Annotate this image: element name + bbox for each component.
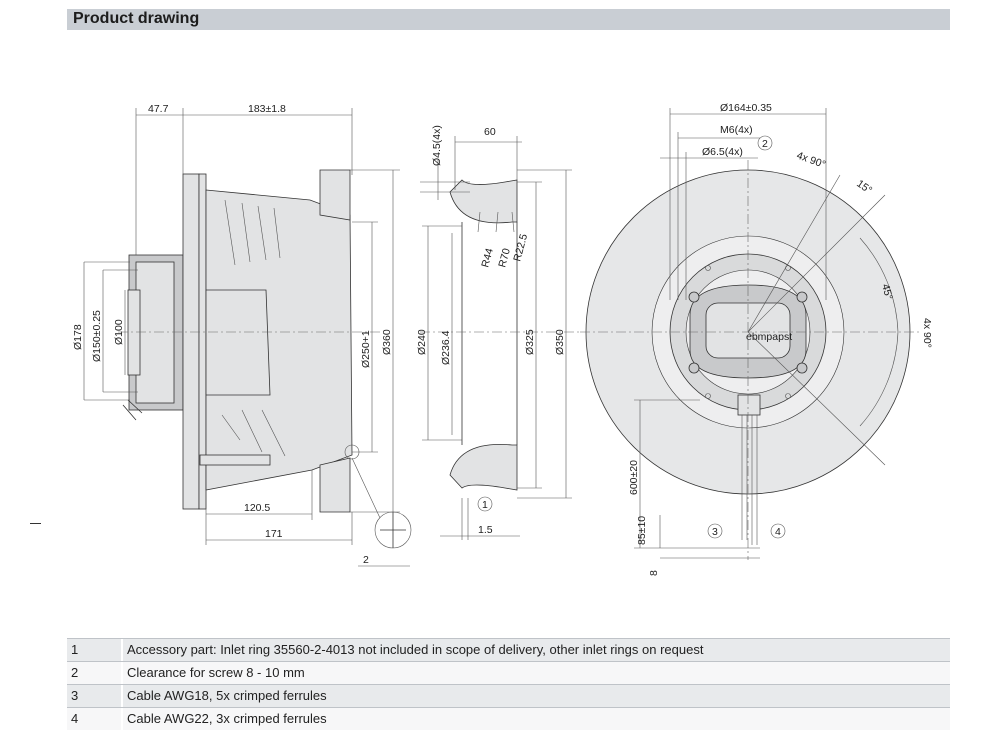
dim-350: Ø350 <box>554 329 566 355</box>
callout-4: 4 <box>775 526 781 538</box>
dim-600: 600±20 <box>628 460 640 495</box>
shroud-top <box>319 169 351 221</box>
legend-row: 1 Accessory part: Inlet ring 35560-2-401… <box>67 638 950 661</box>
dim-1-5: 1.5 <box>478 524 493 536</box>
legend-table: 1 Accessory part: Inlet ring 35560-2-401… <box>67 638 950 730</box>
dim-183: 183±1.8 <box>248 103 286 115</box>
dim-6-5: Ø6.5(4x) <box>702 146 743 158</box>
dim-15: 15° <box>854 178 874 197</box>
dim-325: Ø325 <box>524 329 536 355</box>
dim-120-5: 120.5 <box>244 502 270 514</box>
dim-m6: M6(4x) <box>720 124 753 136</box>
dim-45: 45° <box>879 283 895 301</box>
dim-240: Ø240 <box>416 329 428 355</box>
logo-text: ebmpapst <box>746 331 792 343</box>
callout-1: 1 <box>482 499 488 511</box>
callout-2-circle <box>757 135 773 151</box>
dim-r22-5: R22.5 <box>511 232 530 262</box>
legend-text: Accessory part: Inlet ring 35560-2-4013 … <box>127 642 704 657</box>
dim-164: Ø164±0.35 <box>720 102 772 114</box>
legend-num: 2 <box>71 665 79 680</box>
legend-num: 4 <box>71 711 79 726</box>
legend-num: 3 <box>71 688 79 703</box>
callout-3: 3 <box>712 526 718 538</box>
dim-2: 2 <box>363 554 369 566</box>
legend-text: Cable AWG18, 5x crimped ferrules <box>127 688 327 703</box>
dim-236-4: Ø236.4 <box>440 330 452 365</box>
legend-text: Cable AWG22, 3x crimped ferrules <box>127 711 327 726</box>
legend-row: 4 Cable AWG22, 3x crimped ferrules <box>67 707 950 730</box>
legend-row: 3 Cable AWG18, 5x crimped ferrules <box>67 684 950 707</box>
dim-85: 85±10 <box>636 516 648 545</box>
callout-4-circle <box>770 523 786 539</box>
section-title: Product drawing <box>73 10 200 27</box>
callout-1-circle <box>477 496 493 512</box>
legend-row: 2 Clearance for screw 8 - 10 mm <box>67 661 950 684</box>
ring-bottom <box>449 444 518 491</box>
dim-r44: R44 <box>479 247 496 269</box>
section-header: Product drawing <box>67 9 950 30</box>
dim-8: 8 <box>648 570 660 576</box>
backplate <box>182 173 200 510</box>
dim-171: 171 <box>265 528 283 540</box>
dim-178: Ø178 <box>72 324 84 350</box>
callout-3-circle <box>707 523 723 539</box>
dim-360: Ø360 <box>381 329 393 355</box>
ring-top <box>449 179 518 224</box>
dim-100: Ø100 <box>113 319 125 345</box>
dim-r70: R70 <box>496 247 513 269</box>
motor-inner <box>135 261 175 404</box>
shroud-bottom <box>319 457 351 513</box>
ring-view: Ø4.5(4x) 60 R44 R70 R22.5 Ø240 Ø236.4 Ø3… <box>416 125 580 540</box>
hub <box>205 289 271 396</box>
legend-text: Clearance for screw 8 - 10 mm <box>127 665 305 680</box>
margin-mark <box>30 523 41 524</box>
dim-60: 60 <box>484 126 496 138</box>
dim-4x90-top: 4x 90° <box>795 150 827 171</box>
dim-4x90-right: 4x 90° <box>921 318 933 348</box>
front-view: ebmpapst Ø164±0.35 <box>580 102 933 576</box>
dim-4-5: Ø4.5(4x) <box>431 125 443 166</box>
legend-num: 1 <box>71 642 79 657</box>
side-view: 47.7 183±1.8 Ø178 Ø150±0.25 Ø100 Ø250+1 … <box>72 103 412 567</box>
callout-2: 2 <box>762 138 768 150</box>
mounting-flange <box>127 289 141 376</box>
dim-47-7: 47.7 <box>148 103 169 115</box>
dim-250: Ø250+1 <box>360 330 372 368</box>
dim-150: Ø150±0.25 <box>91 310 103 362</box>
